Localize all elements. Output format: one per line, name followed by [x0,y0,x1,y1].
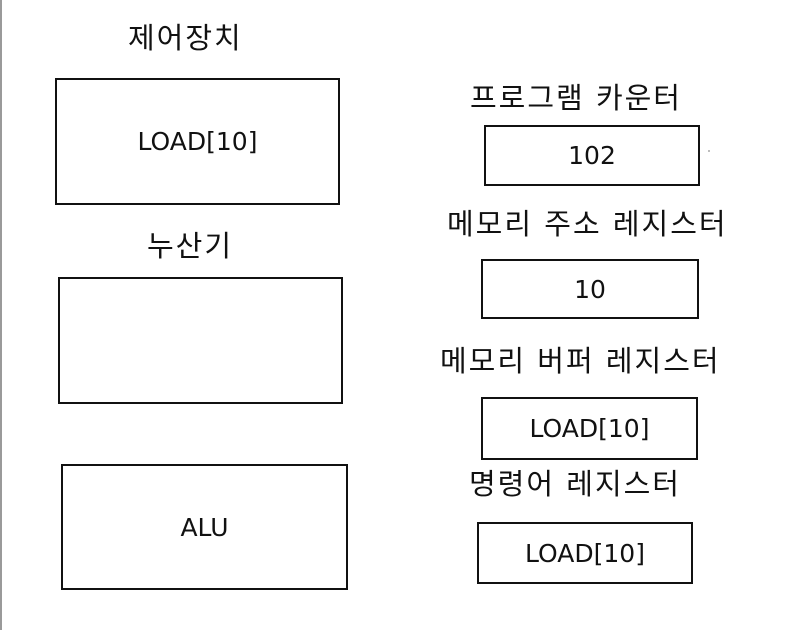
accumulator-box [58,277,343,404]
program-counter-box: 102 [484,125,700,186]
memory-address-register-value: 10 [574,274,606,304]
instruction-register-label: 명령어 레지스터 [469,467,681,501]
control-unit-value: LOAD[10] [137,127,258,156]
instruction-register-box: LOAD[10] [477,522,693,584]
memory-buffer-register-label: 메모리 버퍼 레지스터 [440,344,721,378]
program-counter-value: 102 [568,141,616,170]
control-unit-box: LOAD[10] [55,78,340,205]
stray-dot [708,150,710,152]
memory-address-register-label: 메모리 주소 레지스터 [447,207,728,241]
memory-buffer-register-value: LOAD[10] [529,414,650,443]
program-counter-label: 프로그램 카운터 [470,81,682,115]
alu-box: ALU [61,464,348,590]
alu-label: ALU [180,512,229,542]
control-unit-label: 제어장치 [128,21,243,55]
left-border [0,0,2,630]
memory-address-register-box: 10 [481,259,699,319]
memory-buffer-register-box: LOAD[10] [481,397,698,460]
accumulator-label: 누산기 [147,229,234,263]
instruction-register-value: LOAD[10] [525,538,645,568]
